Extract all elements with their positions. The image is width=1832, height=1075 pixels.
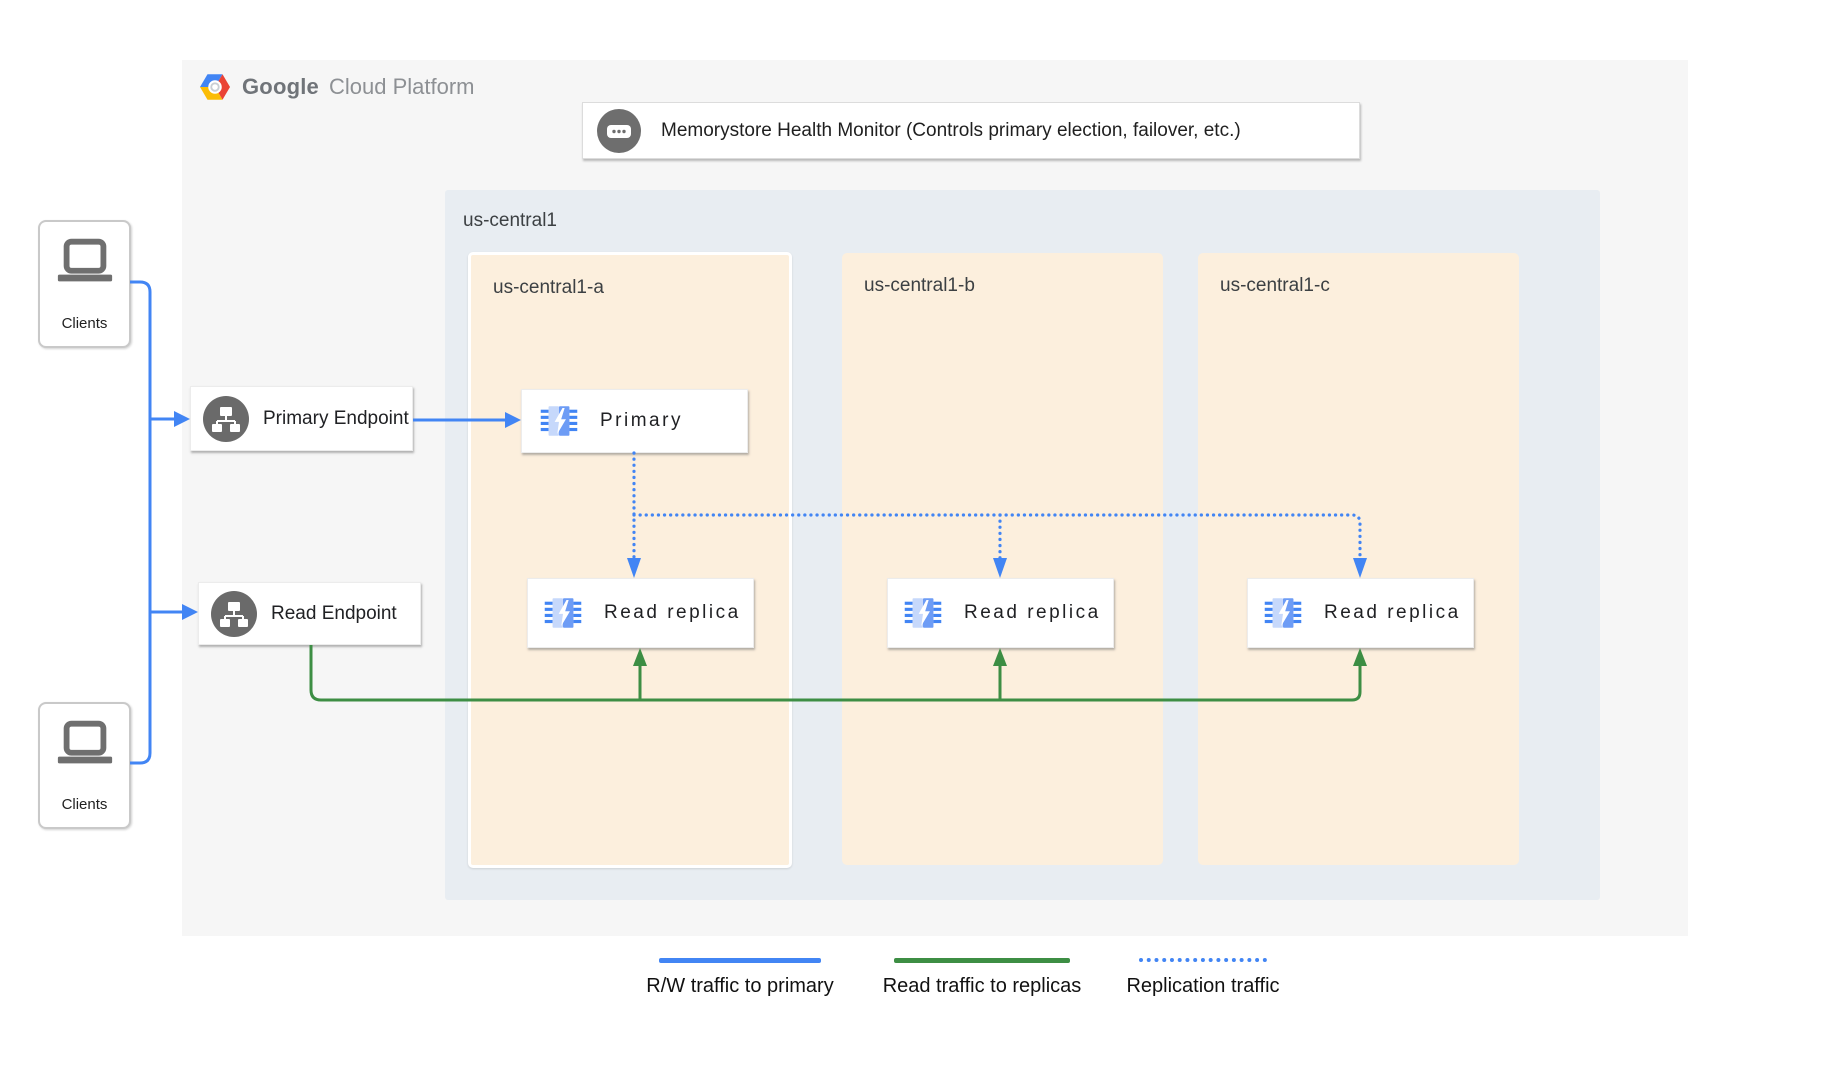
network-endpoint-icon xyxy=(211,590,257,637)
primary-endpoint-box: Primary Endpoint xyxy=(190,386,413,451)
ellipsis-badge-icon xyxy=(597,108,641,153)
region-us-central1: us-central1 us-central1-a us-central1-b … xyxy=(445,190,1600,900)
read-replica-box-a: Read replica xyxy=(527,578,754,648)
read-endpoint-box: Read Endpoint xyxy=(198,582,421,645)
zone-us-central1-a: us-central1-a xyxy=(468,252,792,868)
clients-label: Clients xyxy=(61,796,108,813)
google-cloud-logo-icon xyxy=(200,74,230,100)
health-monitor-label: Memorystore Health Monitor (Controls pri… xyxy=(661,119,1241,141)
brand-google: Google xyxy=(242,74,319,99)
legend-green-line xyxy=(894,958,1070,963)
clients-trunk-line xyxy=(130,280,152,765)
legend-label: Read traffic to replicas xyxy=(882,975,1082,997)
read-replica-label: Read replica xyxy=(1324,602,1461,623)
primary-node-box: Primary xyxy=(521,389,748,453)
memorystore-icon xyxy=(544,598,582,628)
clients-box-bottom: Clients xyxy=(38,702,131,829)
read-replica-label: Read replica xyxy=(964,602,1101,623)
memorystore-icon xyxy=(540,406,578,436)
zone-c-label: us-central1-c xyxy=(1220,275,1330,296)
zone-a-label: us-central1-a xyxy=(493,277,604,298)
health-monitor-box: Memorystore Health Monitor (Controls pri… xyxy=(582,102,1360,159)
read-replica-box-c: Read replica xyxy=(1247,578,1474,648)
read-replica-box-b: Read replica xyxy=(887,578,1114,648)
gcp-brand: Google Cloud Platform xyxy=(198,70,475,104)
legend-item-read-traffic: Read traffic to replicas xyxy=(874,958,1090,998)
brand-cloud-platform: Cloud Platform xyxy=(328,74,475,99)
legend-item-rw-traffic: R/W traffic to primary xyxy=(640,958,840,998)
zone-b-label: us-central1-b xyxy=(864,275,975,296)
read-endpoint-label: Read Endpoint xyxy=(271,602,397,624)
zone-us-central1-b: us-central1-b xyxy=(842,253,1163,865)
clients-box-top: Clients xyxy=(38,220,131,348)
legend-item-replication-traffic: Replication traffic xyxy=(1118,958,1288,998)
memorystore-icon xyxy=(904,598,942,628)
clients-label: Clients xyxy=(61,315,108,332)
laptop-icon xyxy=(57,720,112,764)
region-label: us-central1 xyxy=(463,210,557,231)
primary-endpoint-label: Primary Endpoint xyxy=(263,407,409,429)
network-endpoint-icon xyxy=(203,395,249,442)
legend-label: Replication traffic xyxy=(1126,975,1280,997)
legend-dotted-line xyxy=(1139,958,1267,962)
memorystore-icon xyxy=(1264,598,1302,628)
zone-us-central1-c: us-central1-c xyxy=(1198,253,1519,865)
laptop-icon xyxy=(57,238,112,282)
legend-blue-line xyxy=(659,958,821,963)
read-replica-label: Read replica xyxy=(604,602,741,623)
legend-label: R/W traffic to primary xyxy=(646,975,834,997)
primary-node-label: Primary xyxy=(600,410,683,431)
